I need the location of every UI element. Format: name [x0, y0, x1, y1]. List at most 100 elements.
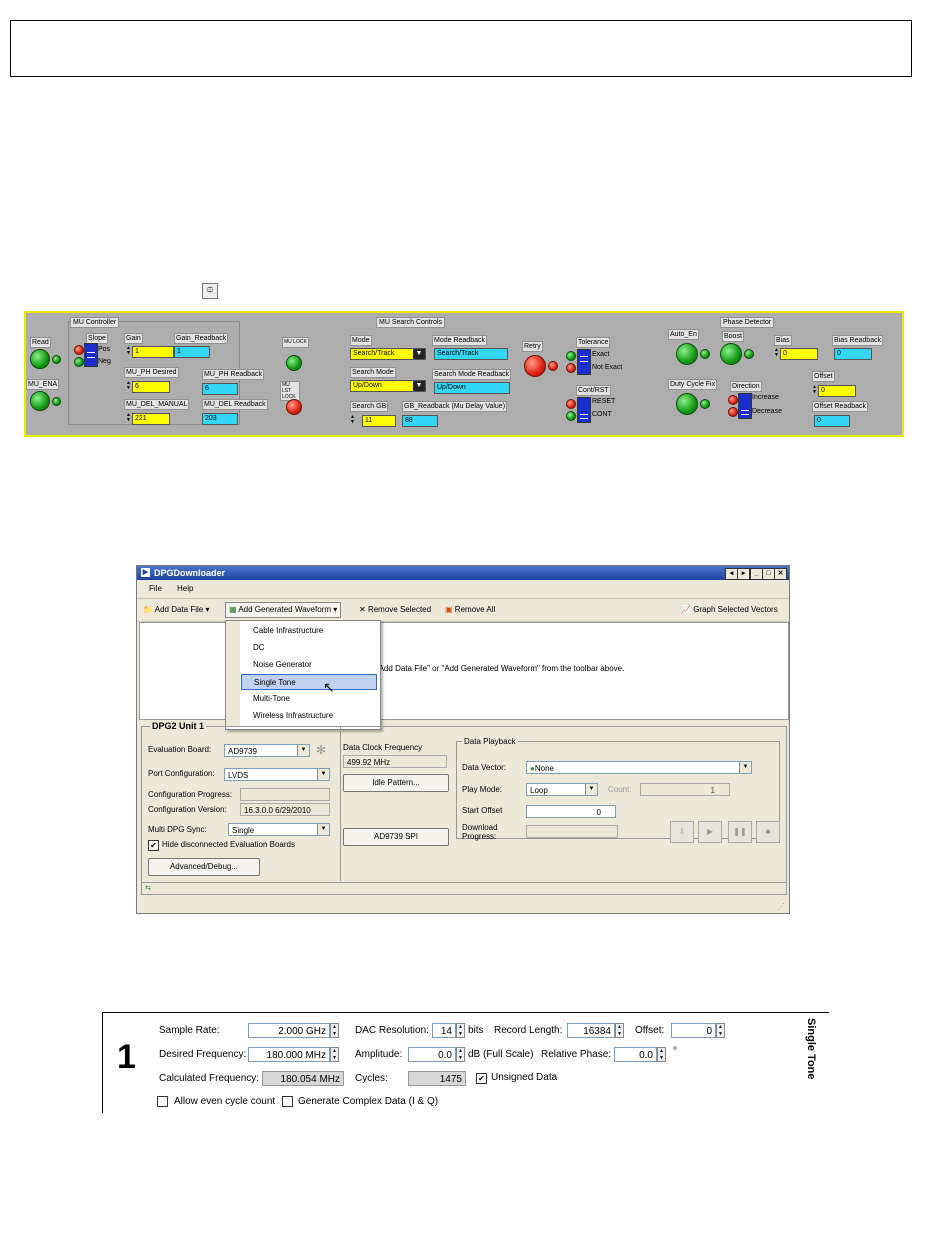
advanced-debug-button[interactable]: Advanced/Debug...	[148, 858, 260, 876]
menu-item-wireless-infrastructure[interactable]: Wireless Infrastructure	[253, 711, 334, 720]
toolbar: 📁 Add Data File ▾ ▦ Add Generated Wavefo…	[137, 598, 789, 622]
mu-lock-label: MU LOCK	[282, 337, 309, 348]
menu-item-noise-generator[interactable]: Noise Generator	[253, 660, 312, 669]
slope-switch[interactable]	[84, 343, 98, 367]
desired-frequency-spinner[interactable]: ▲▼	[330, 1047, 339, 1062]
mode-readback-value: Search/Track	[434, 348, 508, 360]
config-progress-bar	[240, 788, 330, 801]
dac-resolution-spinner[interactable]: ▲▼	[456, 1023, 465, 1038]
menu-file[interactable]: File	[149, 584, 162, 593]
desired-frequency-input[interactable]: 180.000 MHz	[248, 1047, 330, 1062]
count-label: Count:	[608, 785, 632, 794]
data-vector-select[interactable]: ●None▼	[526, 761, 752, 774]
panel-number: 1	[117, 1038, 136, 1076]
side-title: Single Tone	[805, 1018, 825, 1088]
download-icon[interactable]: ⇩	[670, 821, 694, 843]
allow-even-checkbox[interactable]	[157, 1096, 168, 1107]
resize-grip-icon[interactable]: ⋰	[777, 902, 785, 911]
refresh-icon[interactable]: ✻	[316, 743, 327, 757]
search-gb-spinner[interactable]: ▲▼	[350, 414, 355, 425]
tolerance-switch[interactable]	[577, 349, 591, 375]
diamond-arrow-icon[interactable]: ⯐	[202, 283, 218, 299]
generate-complex-checkbox[interactable]	[282, 1096, 293, 1107]
start-offset-input[interactable]: 0	[526, 805, 616, 818]
record-length-spinner[interactable]: ▲▼	[615, 1023, 624, 1038]
dac-resolution-input[interactable]: 14	[432, 1023, 456, 1038]
search-mode-readback-label: Search Mode Readback	[432, 369, 512, 380]
dac-resolution-label: DAC Resolution:	[355, 1025, 429, 1036]
record-length-input[interactable]: 16384	[567, 1023, 615, 1038]
evaluation-board-select[interactable]: AD9739▼	[224, 744, 310, 757]
auto-en-led	[700, 349, 710, 359]
auto-en-button[interactable]	[676, 343, 698, 365]
menu-help[interactable]: Help	[177, 584, 194, 593]
multi-dpg-sync-label: Multi DPG Sync:	[148, 825, 207, 834]
bias-input[interactable]: 0	[780, 348, 818, 360]
mu-ena-led	[52, 397, 61, 406]
mode-select[interactable]: Search/Track▼	[350, 348, 426, 360]
read-button[interactable]	[30, 349, 50, 369]
menu-item-single-tone[interactable]: Single Tone	[241, 674, 377, 690]
offset-spinner[interactable]: ▲▼	[716, 1023, 725, 1038]
cont-rst-switch[interactable]	[577, 397, 591, 423]
mu-del-manual-spinner[interactable]: ▲▼	[126, 412, 131, 423]
duty-cycle-fix-button[interactable]	[676, 393, 698, 415]
sample-rate-spinner[interactable]: ▲▼	[330, 1023, 339, 1038]
maximize-icon[interactable]: □	[762, 568, 775, 580]
mu-ena-button[interactable]	[30, 391, 50, 411]
tolerance-exact-led	[566, 351, 576, 361]
reset-led	[566, 399, 576, 409]
hide-boards-checkbox[interactable]: ✔	[148, 840, 159, 851]
mode-label: Mode	[350, 335, 372, 346]
single-tone-panel	[102, 1012, 829, 1113]
stop-icon[interactable]: ■	[756, 821, 780, 843]
reset-label: RESET	[592, 398, 616, 405]
amplitude-spinner[interactable]: ▲▼	[456, 1047, 465, 1062]
add-generated-waveform-label: Add Generated Waveform	[238, 605, 331, 614]
retry-button[interactable]	[524, 355, 546, 377]
menu-item-dc[interactable]: DC	[253, 643, 265, 652]
gb-readback-label: GB_Readback (Mu Delay Value)	[402, 401, 508, 412]
direction-switch[interactable]	[738, 393, 752, 419]
relative-phase-spinner[interactable]: ▲▼	[657, 1047, 666, 1062]
mu-ph-desired-spinner[interactable]: ▲▼	[126, 380, 131, 391]
search-gb-input[interactable]: 11	[362, 415, 396, 427]
menu-item-cable-infrastructure[interactable]: Cable Infrastructure	[253, 626, 324, 635]
mu-del-manual-input[interactable]: 221	[132, 413, 170, 425]
add-generated-waveform-button[interactable]: ▦ Add Generated Waveform ▾	[225, 602, 342, 618]
multi-dpg-sync-select[interactable]: Single▼	[228, 823, 330, 836]
idle-pattern-button[interactable]: Idle Pattern...	[343, 774, 449, 792]
sample-rate-input[interactable]: 2.000 GHz	[248, 1023, 330, 1038]
amplitude-input[interactable]: 0.0	[408, 1047, 456, 1062]
menu-item-multi-tone[interactable]: Multi-Tone	[253, 694, 290, 703]
chevron-down-icon: ▼	[413, 349, 425, 359]
play-icon[interactable]: ▶	[698, 821, 722, 843]
offset-input[interactable]: 0	[818, 385, 856, 397]
bias-spinner[interactable]: ▲▼	[774, 347, 779, 358]
decrease-label: Decrease	[752, 408, 782, 415]
remove-selected-button[interactable]: ✕ Remove Selected	[359, 599, 431, 621]
add-data-file-button[interactable]: 📁 Add Data File ▾	[143, 605, 210, 614]
mu-ph-desired-input[interactable]: 6	[132, 381, 170, 393]
close-icon[interactable]: ✕	[774, 568, 787, 580]
port-config-select[interactable]: LVDS▼	[224, 768, 330, 781]
data-playback-title: Data Playback	[462, 737, 518, 746]
search-mode-select[interactable]: Up/Down▼	[350, 380, 426, 392]
play-mode-select[interactable]: Loop▼	[526, 783, 598, 796]
remove-all-button[interactable]: ▣ Remove All	[445, 599, 495, 621]
pause-icon[interactable]: ❚❚	[728, 821, 752, 843]
relative-phase-input[interactable]: 0.0	[614, 1047, 657, 1062]
play-mode-label: Play Mode:	[462, 785, 503, 794]
ad9739-spi-button[interactable]: AD9739 SPI	[343, 828, 449, 846]
offset-input[interactable]: 0	[671, 1023, 716, 1038]
forward-icon[interactable]: ▸	[737, 568, 750, 580]
graph-selected-vectors-button[interactable]: 📈 Graph Selected Vectors	[681, 599, 778, 621]
mu-del-readback-label: MU_DEL Readback	[202, 399, 268, 410]
gain-spinner[interactable]: ▲▼	[126, 345, 131, 356]
data-playback-group	[456, 741, 780, 839]
boost-button[interactable]	[720, 343, 742, 365]
offset-spinner[interactable]: ▲▼	[812, 384, 817, 395]
unsigned-data-checkbox[interactable]: ✔	[476, 1073, 487, 1084]
exact-label: Exact	[592, 351, 610, 358]
gain-input[interactable]: 1	[132, 346, 174, 358]
